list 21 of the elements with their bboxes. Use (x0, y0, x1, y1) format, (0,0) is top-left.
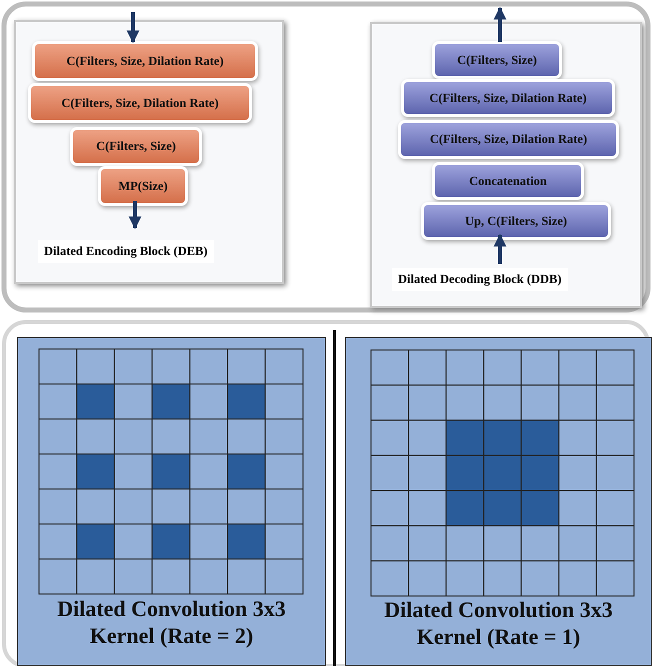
encoder-panel (14, 20, 284, 284)
decoder-panel (370, 22, 642, 308)
arrow (494, 6, 506, 42)
kernel-caption: Dilated Convolution 3x3 Kernel (Rate = 1) (383, 596, 614, 650)
layer-box: Concatenation (435, 165, 581, 197)
convolution-panel (17, 337, 326, 666)
kernel-caption: Dilated Convolution 3x3 Kernel (Rate = 2) (56, 595, 287, 649)
block-title: Dilated Encoding Block (DEB) (38, 240, 214, 263)
layer-box: C(Filters, Size, Dilation Rate) (404, 82, 612, 114)
arrow (494, 234, 506, 264)
block-title: Dilated Decoding Block (DDB) (392, 268, 568, 291)
layer-box: C(Filters, Size, Dilation Rate) (35, 44, 255, 78)
layer-box: C(Filters, Size) (73, 130, 199, 163)
layer-box: MP(Size) (101, 169, 185, 203)
arrow (126, 12, 140, 44)
layer-box: C(Filters, Size, Dilation Rate) (31, 86, 249, 120)
layer-box: Up, C(Filters, Size) (424, 205, 608, 237)
layer-box: C(Filters, Size, Dilation Rate) (401, 123, 616, 156)
convolution-panel (345, 337, 652, 666)
layer-box: C(Filters, Size) (435, 44, 559, 76)
arrow (128, 201, 142, 230)
